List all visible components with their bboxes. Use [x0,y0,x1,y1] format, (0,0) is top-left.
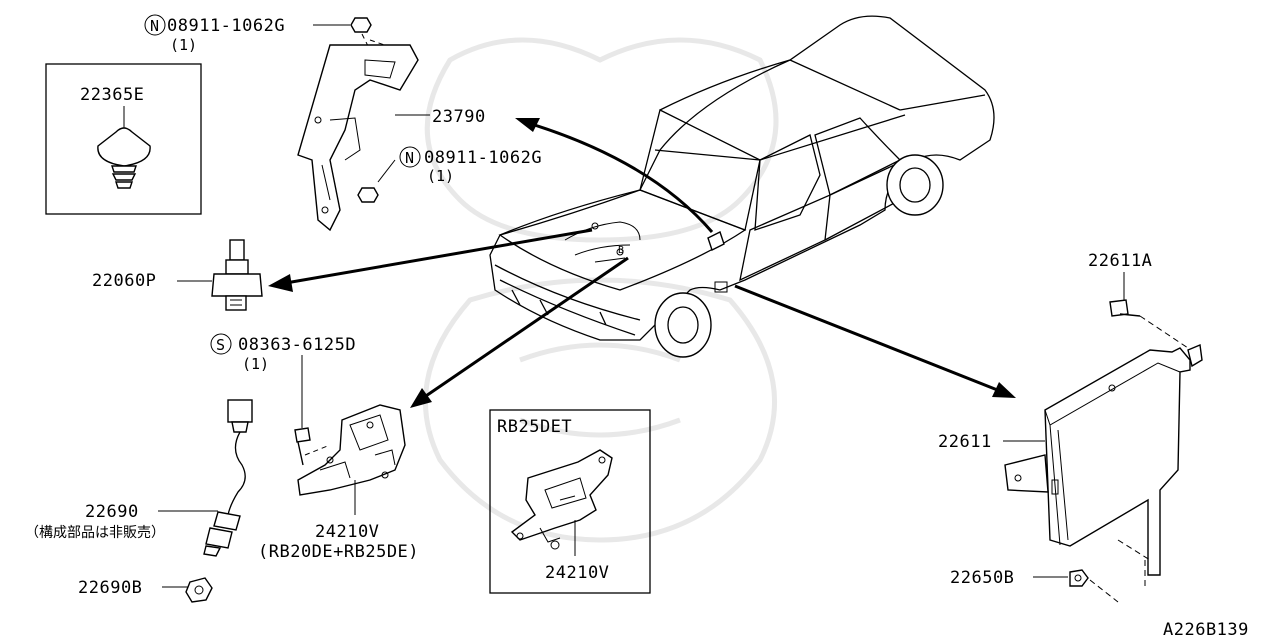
part-number-label: 08363-6125D [238,335,356,355]
bolt-icon [1109,299,1141,317]
s-mark-icon [210,333,232,355]
screw-08363-group[interactable]: S 08363-6125D (1) [210,333,356,466]
o2-sensor-icon [203,399,253,557]
nut-icon [350,17,372,33]
part-number-label: 22365E [80,85,144,105]
prefix-label: N [405,149,414,167]
prefix-label: S [216,336,225,354]
nut-icon [1069,569,1089,587]
part-number-label: 24210V [315,522,379,542]
part-number-label: 22690 [85,502,139,522]
qty-label: (1) [427,167,454,185]
screw-icon [294,427,311,466]
coil-bracket-24210V-group[interactable]: 24210V (RB20DE+RB25DE) [258,404,419,562]
nut-22650B-group[interactable]: 22650B [950,568,1089,588]
part-number-label: 22690B [78,578,142,598]
part-number-label: 08911-1062G [424,148,542,168]
box-title: RB25DET [497,417,572,437]
coil-bracket-icon [297,404,406,496]
prefix-label: N [150,17,159,35]
sensor-22060P-group[interactable]: 22060P [92,239,263,311]
part-number-label: 22650B [950,568,1014,588]
ecu-icon [1004,344,1203,576]
sensor-icon [211,239,263,311]
clip-22365E-box[interactable]: 22365E [45,63,202,215]
svg-text:B: B [618,245,624,256]
part-number-label: 22060P [92,271,156,291]
qty-label: (1) [242,355,269,373]
pointer-arrows [268,118,1016,408]
watermark-crest [422,37,779,543]
part-number-label: 23790 [432,107,486,127]
part-number-label: 24210V [545,563,609,583]
variant-label: (RB20DE+RB25DE) [258,542,419,562]
ecu-22611-group[interactable]: 22611A 22611 [938,251,1203,603]
nut-icon [357,187,379,203]
nut-icon [185,577,213,603]
bracket-23790-group[interactable]: N 08911-1062G (1) 23790 N 08911-1062G (1… [144,14,542,232]
qty-label: (1) [170,36,197,54]
vehicle-illustration: B [489,15,995,358]
rb25det-box[interactable]: RB25DET 24210V [489,409,651,594]
clip-icon [97,106,151,189]
coil-bracket-icon [510,449,613,550]
note-label: （構成部品は非販売） [25,525,165,541]
nut-22690B-group[interactable]: 22690B [78,577,213,603]
o2-sensor-22690-group[interactable]: 22690 （構成部品は非販売） [25,399,253,557]
diagram-code: A226B139 [1163,620,1249,639]
part-number-label: 08911-1062G [167,16,285,36]
bracket-icon [297,44,419,232]
part-number-label: 22611A [1088,251,1152,271]
part-number-label: 22611 [938,432,992,452]
n-mark-icon [399,146,421,168]
n-mark-icon [144,14,166,36]
